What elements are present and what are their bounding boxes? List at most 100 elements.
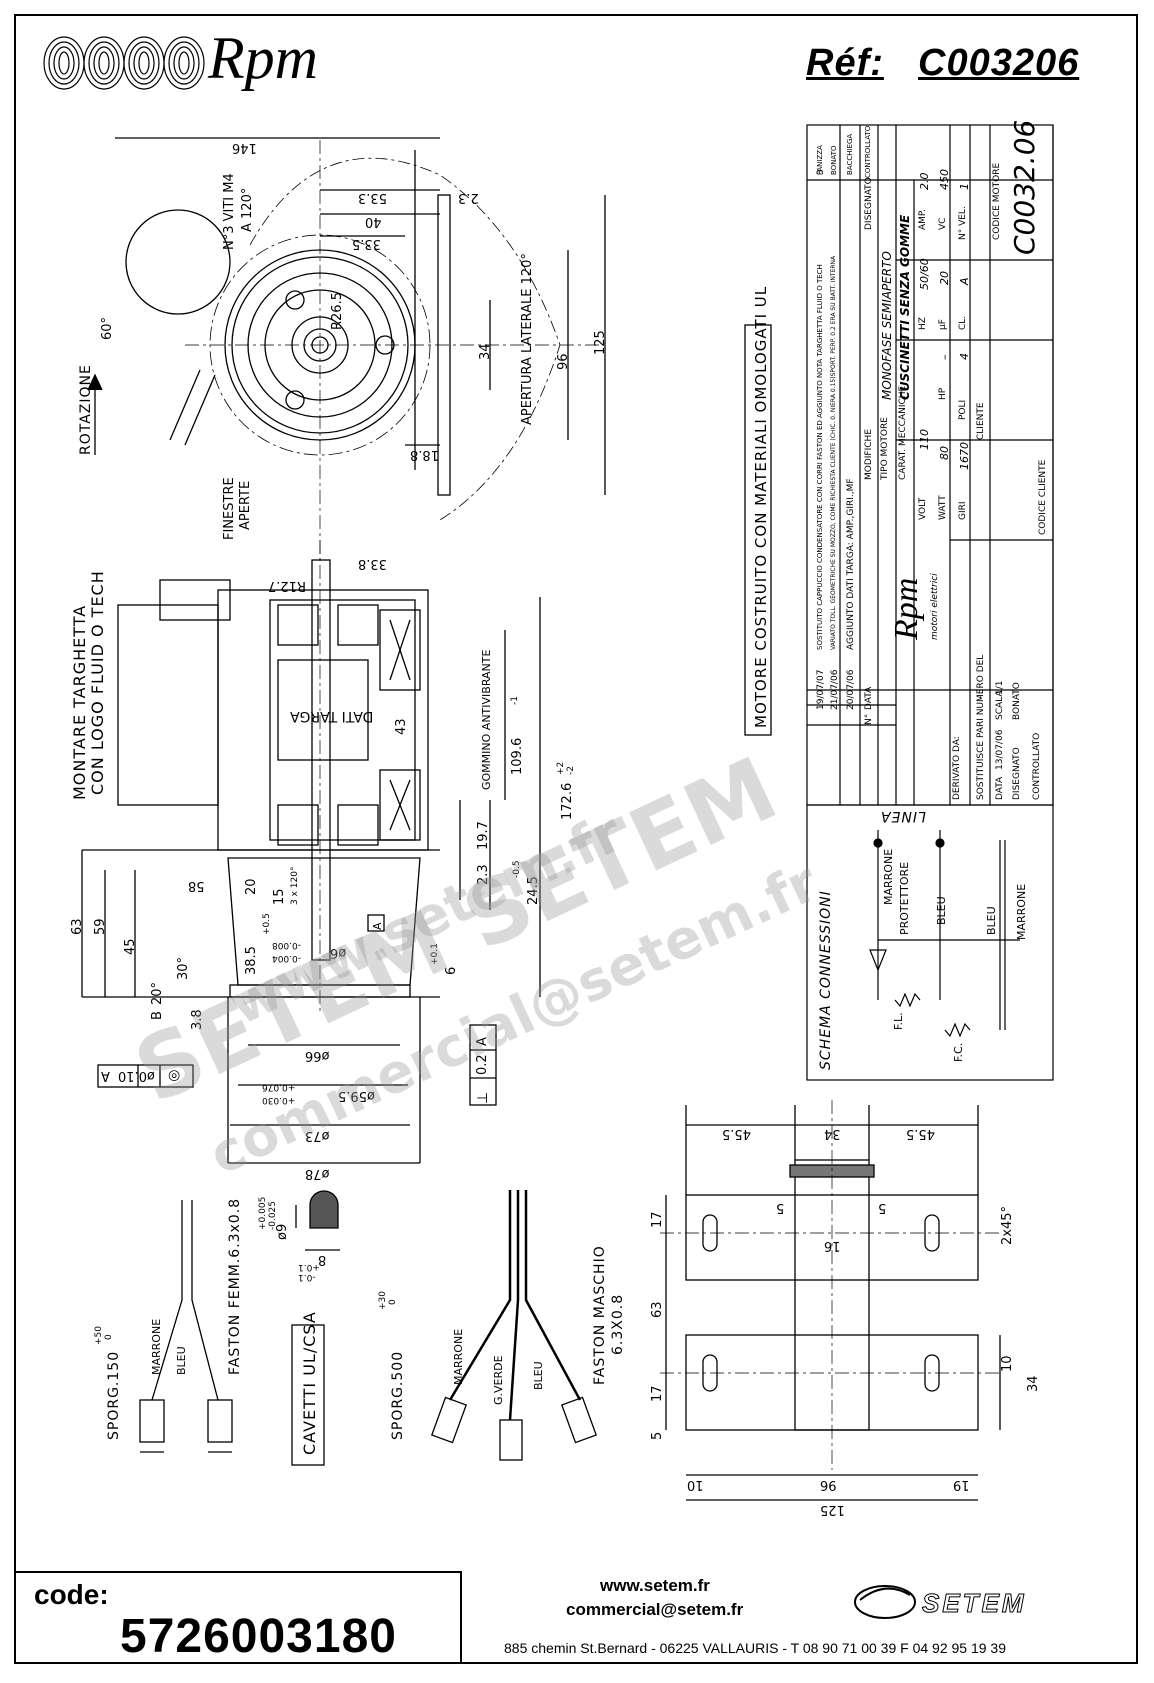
- tb-mech: CUSCINETTI SENZA GOMME: [898, 214, 912, 400]
- tb-nvel: 1: [958, 183, 971, 190]
- tb-volt-label: VOLT: [918, 497, 928, 520]
- tb-vc: 450: [938, 169, 951, 190]
- schema-bleu-2: BLEU: [985, 906, 998, 935]
- tb-rev-2-desc: VARIATO TOLL. GEOMETRICHE SU MOZZO, COME…: [830, 255, 837, 650]
- tb-hp: –: [938, 354, 951, 361]
- tb-hz: 50/60: [918, 258, 931, 290]
- bracket-drawing: [660, 1100, 1001, 1501]
- screws-note: N°3 VITI M4: [222, 173, 237, 250]
- ul-note-box: [744, 324, 772, 736]
- bracket-dim-19: 19: [953, 1477, 970, 1492]
- dim-172-6-tol-up: +2: [556, 761, 566, 775]
- bracket-dim-5-c: 5: [650, 1431, 665, 1440]
- dim-38-5: 38.5: [244, 946, 259, 975]
- tb-replaces: –: [976, 695, 986, 701]
- tb-rev-3-by: FANIZZA: [816, 145, 824, 175]
- dim-38-5-tol: +0.5: [262, 913, 272, 935]
- dim-33-5: 33.5: [352, 236, 381, 251]
- overhang-500: SPORG.500: [390, 1350, 406, 1440]
- tol-conc-datum: A: [101, 1068, 110, 1083]
- dim-b-label: B: [150, 1011, 165, 1020]
- dim-58: 58: [188, 878, 205, 893]
- tol-perp-value: 0.2: [475, 1054, 490, 1075]
- dim-109-6-tol: -1: [510, 696, 520, 705]
- tb-date: 13/07/06: [995, 729, 1005, 770]
- dim-172-6: 172.6: [560, 782, 575, 820]
- tb-rev-header-n: N°: [864, 713, 874, 725]
- tb-rev-1-by: BACCHIEGA: [846, 133, 854, 175]
- tb-rev-2-date: 21/07/06: [830, 669, 840, 710]
- tol-perp-symbol: ⊥: [475, 1091, 491, 1104]
- nameplate-note-1: MONTARE TARGHETTA: [70, 604, 89, 800]
- dim-34: 34: [478, 343, 493, 360]
- dim-53-3: 53.3: [358, 190, 387, 205]
- tb-hp-label: HP: [938, 387, 948, 400]
- reference-value: C003206: [918, 42, 1080, 84]
- cable-blue-2: BLEU: [532, 1361, 545, 1390]
- tb-drawn: BONATO: [1012, 682, 1022, 720]
- tb-cl: A: [958, 277, 971, 285]
- bracket-dim-96: 96: [820, 1477, 837, 1492]
- schema-fl: F.L.: [892, 1012, 905, 1030]
- bracket-dim-16: 16: [824, 1238, 841, 1253]
- dim-8-tol-up: +0.1: [298, 1262, 320, 1272]
- tb-client-label: CLIENTE: [976, 402, 986, 440]
- tb-hz-label: HZ: [918, 317, 928, 330]
- dim-2-3: 2.3: [458, 190, 479, 205]
- schema-marrone-2: MARRONE: [1015, 883, 1028, 940]
- tb-watt-label: WATT: [938, 495, 948, 520]
- schema-bleu: BLEU: [935, 896, 948, 925]
- dim-33-8: 33.8: [358, 556, 387, 571]
- bracket-dim-125: 125: [820, 1502, 845, 1517]
- tb-poli: 4: [958, 353, 971, 360]
- dim-15-note: 3 x 120°: [290, 866, 300, 905]
- tb-vc-label: VC: [938, 217, 948, 230]
- dim-6: 6: [444, 966, 459, 975]
- nameplate-note-2: CON LOGO FLUID O TECH: [88, 570, 107, 795]
- dim-6-tol: +0.1: [430, 943, 440, 965]
- schema-marrone: MARRONE: [882, 848, 895, 905]
- tb-giri-label: GIRI: [958, 501, 968, 520]
- dim-phi6: ø6: [330, 945, 347, 960]
- schema-protettore: PROTETTORE: [898, 861, 911, 935]
- dim-phi59-5: ø59.5: [338, 1088, 375, 1103]
- footer-email[interactable]: commercial@setem.fr: [566, 1600, 744, 1619]
- male-fastons-size: 6.3X0.8: [610, 1293, 626, 1355]
- dim-phi78: ø78: [305, 1166, 330, 1181]
- dim-r26-5: R26.5: [330, 292, 345, 330]
- dim-125: 125: [593, 330, 608, 355]
- overhang-500-tol-dn: 0: [388, 1299, 398, 1305]
- dim-63: 63: [70, 918, 85, 935]
- title-block-lines: [806, 124, 1054, 1081]
- tb-controlled-header: CONTROLLATO: [864, 125, 872, 178]
- side-opening-label: APERTURA LATERALE 120°: [520, 253, 535, 425]
- tb-uf-label: µF: [938, 319, 948, 330]
- tb-company: Rpm: [888, 577, 925, 640]
- tb-cl-label: CL.: [958, 315, 968, 330]
- bracket-dim-17-b: 17: [650, 1385, 665, 1402]
- bracket-dim-5-a: 5: [776, 1200, 785, 1215]
- tb-rev-2-by: BONATO: [830, 145, 838, 175]
- tb-derived-label: DERIVATO DA:: [952, 736, 962, 800]
- footer-website[interactable]: www.setem.fr: [600, 1576, 710, 1595]
- detail-b: [295, 1190, 340, 1251]
- bracket-dim-10-b: 10: [687, 1477, 704, 1492]
- rotation-label: ROTAZIONE: [78, 364, 94, 455]
- bracket-dim-34-side: 34: [1026, 1375, 1041, 1392]
- dim-phi9-tol-dn: -0.025: [268, 1200, 278, 1230]
- tb-scale: 1/1: [995, 680, 1005, 695]
- tb-motor-type: MONOFASE SEMIAPERTO: [880, 251, 894, 400]
- bracket-dim-10: 10: [1000, 1355, 1015, 1372]
- setem-logo: [854, 1585, 916, 1619]
- footer-company-logo: SETEM: [922, 1588, 1027, 1619]
- code-label: code:: [34, 1579, 109, 1610]
- dim-40: 40: [365, 214, 382, 229]
- dim-phi9-tol-up: +0.005: [258, 1196, 268, 1230]
- tb-motor-code: C0032.06: [1008, 119, 1041, 255]
- dim-8-tol-dn: -0.1: [298, 1272, 316, 1282]
- schema-fc: F.C.: [952, 1042, 965, 1062]
- tb-rev-header-by: DISEGNATO: [864, 177, 874, 230]
- ul-note: MOTORE COSTRUITO CON MATERIALI OMOLOGATI…: [752, 285, 770, 728]
- tol-conc-symbol: ◎: [168, 1068, 181, 1084]
